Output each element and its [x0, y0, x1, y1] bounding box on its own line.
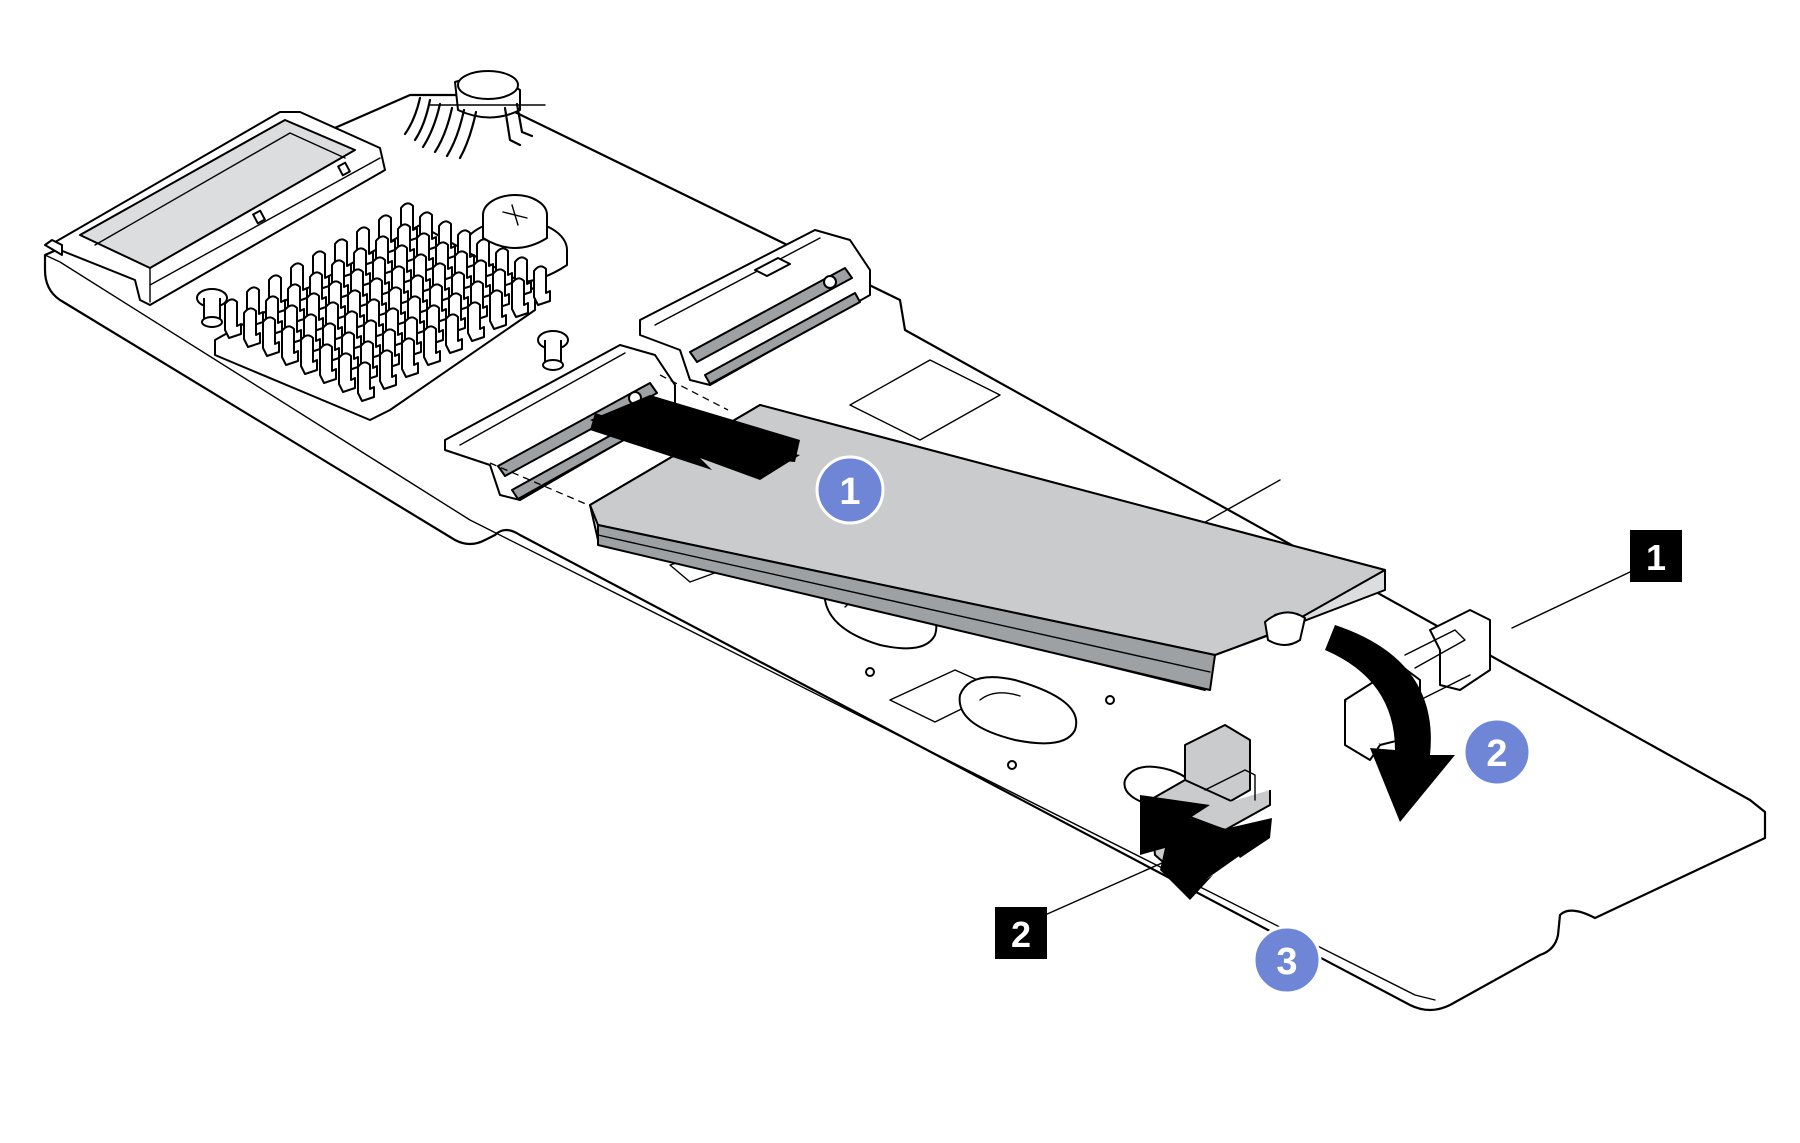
- step-badge-3: 3: [1252, 925, 1322, 995]
- step-badge-3-circle: [1252, 925, 1322, 995]
- heatsink-fin: [467, 301, 485, 342]
- heatsink-fin: [379, 349, 397, 390]
- m2-drive: [589, 404, 1386, 691]
- step-badge-3-label: 3: [1276, 941, 1297, 983]
- step-badge-1-circle: [815, 455, 885, 525]
- step-badge-1: 1: [815, 455, 885, 525]
- insert-arrow-step-1: [590, 395, 800, 480]
- m2-slot-right: [639, 229, 871, 386]
- step-badge-2: 2: [1462, 717, 1532, 787]
- heatsink-fin: [511, 277, 529, 318]
- step-badge-2-label: 2: [1486, 733, 1507, 775]
- heatsink-pin-array: [214, 202, 551, 421]
- callout-1: 1: [1630, 530, 1682, 582]
- slide-arrow-step-3: [1140, 795, 1272, 900]
- callout-leaders: [1044, 571, 1631, 916]
- standoff-posts: [196, 288, 569, 371]
- callout-2: 2: [995, 907, 1047, 959]
- heatsink-fin: [262, 316, 280, 357]
- step-badge-2-circle: [1462, 717, 1532, 787]
- step-badge-1-label: 1: [839, 471, 860, 513]
- alignment-guides: [489, 374, 729, 511]
- heatsink-fin: [445, 313, 463, 354]
- board-component-top: [403, 70, 546, 160]
- heatsink-fin: [357, 361, 375, 402]
- heatsink-fin: [281, 325, 299, 366]
- heatsink-fin: [401, 337, 419, 378]
- heatsink-fin: [338, 352, 356, 393]
- callout-2-label: 2: [1011, 914, 1031, 955]
- heatsink-fin: [533, 265, 551, 306]
- rotate-arrow-step-2: [1325, 625, 1455, 822]
- heatsink-fin: [423, 325, 441, 366]
- component-pins: [403, 96, 534, 160]
- heatsink-fin: [489, 289, 507, 330]
- slimline-edge-connector: [44, 111, 386, 306]
- callout-1-label: 1: [1646, 537, 1666, 578]
- heatsink-fin: [243, 307, 261, 348]
- heatsink-fin: [319, 343, 337, 384]
- heatsink-fin: [300, 334, 318, 375]
